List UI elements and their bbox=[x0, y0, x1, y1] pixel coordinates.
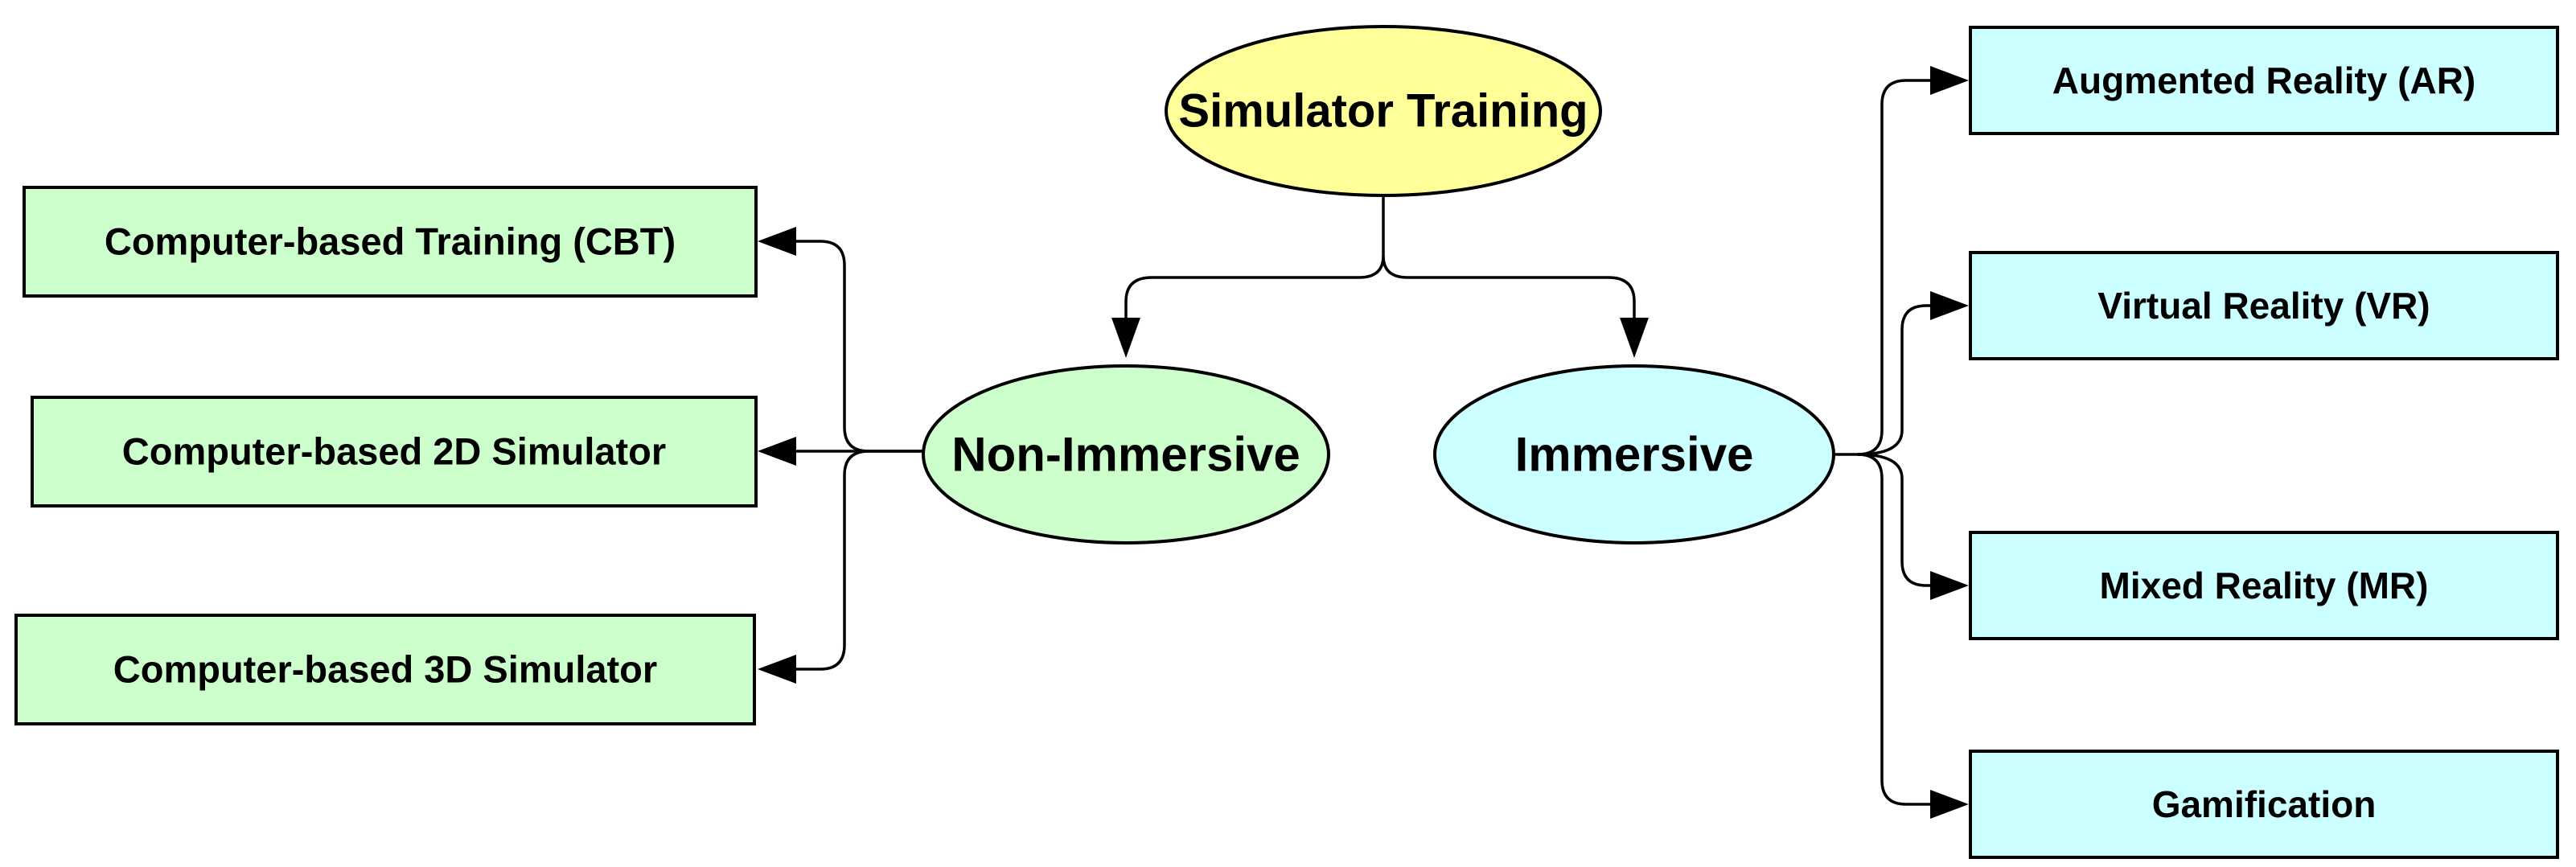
cbt-rect bbox=[23, 186, 758, 298]
sim-3d-box: Computer-based 3D Simulator bbox=[14, 614, 756, 725]
arrow-to-ar bbox=[1930, 66, 1969, 95]
gamification-label: Gamification bbox=[2152, 783, 2377, 825]
non-immersive-children: Computer-based Training (CBT) Computer-b… bbox=[14, 186, 758, 725]
mr-label: Mixed Reality (MR) bbox=[2100, 565, 2429, 606]
gamification-box: Gamification bbox=[1969, 750, 2559, 859]
cbt-box: Computer-based Training (CBT) bbox=[23, 186, 758, 298]
sim-3d-label: Computer-based 3D Simulator bbox=[113, 648, 657, 691]
root-label: Simulator Training bbox=[1178, 85, 1588, 138]
non-immersive-label: Non-Immersive bbox=[951, 428, 1300, 482]
immersive-node: Immersive bbox=[1433, 364, 1835, 544]
arrow-to-immersive bbox=[1620, 318, 1649, 358]
arrow-to-3d bbox=[758, 655, 796, 684]
vr-rect bbox=[1969, 251, 2559, 360]
immersive-children: Augmented Reality (AR) Virtual Reality (… bbox=[1969, 26, 2559, 859]
root-node: Simulator Training bbox=[1165, 25, 1602, 197]
connector-non-immersive-3d bbox=[796, 450, 869, 671]
immersive-ellipse bbox=[1433, 364, 1835, 544]
arrow-to-gamification bbox=[1930, 790, 1969, 819]
connector-immersive-ar bbox=[1834, 79, 1930, 456]
arrow-to-cbt bbox=[758, 227, 796, 256]
mr-box: Mixed Reality (MR) bbox=[1969, 531, 2559, 640]
arrow-to-mr bbox=[1930, 571, 1969, 600]
mr-rect bbox=[1969, 531, 2559, 640]
connector-root-immersive bbox=[1382, 255, 1636, 322]
ar-rect bbox=[1969, 26, 2559, 135]
sim-2d-label: Computer-based 2D Simulator bbox=[122, 430, 666, 473]
sim-3d-rect bbox=[14, 614, 756, 725]
connector-immersive-vr bbox=[1857, 304, 1930, 456]
vr-box: Virtual Reality (VR) bbox=[1969, 251, 2559, 360]
cbt-label: Computer-based Training (CBT) bbox=[105, 220, 676, 263]
arrow-to-2d bbox=[758, 437, 796, 466]
sim-2d-rect bbox=[31, 396, 758, 507]
connector-immersive-mr bbox=[1857, 453, 1930, 587]
connector-immersive-gamification bbox=[1857, 453, 1930, 806]
arrow-to-non-immersive bbox=[1111, 318, 1140, 358]
vr-label: Virtual Reality (VR) bbox=[2097, 285, 2430, 327]
ar-box: Augmented Reality (AR) bbox=[1969, 26, 2559, 135]
root-ellipse bbox=[1165, 25, 1602, 197]
gamification-rect bbox=[1969, 750, 2559, 859]
sim-2d-box: Computer-based 2D Simulator bbox=[31, 396, 758, 507]
arrow-to-vr bbox=[1930, 291, 1969, 320]
non-immersive-ellipse bbox=[922, 364, 1330, 544]
ar-label: Augmented Reality (AR) bbox=[2052, 60, 2475, 101]
connector-root-split bbox=[1124, 195, 1385, 322]
connectors bbox=[758, 66, 1969, 819]
connector-non-immersive-bus bbox=[796, 240, 923, 453]
immersive-label: Immersive bbox=[1515, 428, 1754, 482]
non-immersive-node: Non-Immersive bbox=[922, 364, 1330, 544]
